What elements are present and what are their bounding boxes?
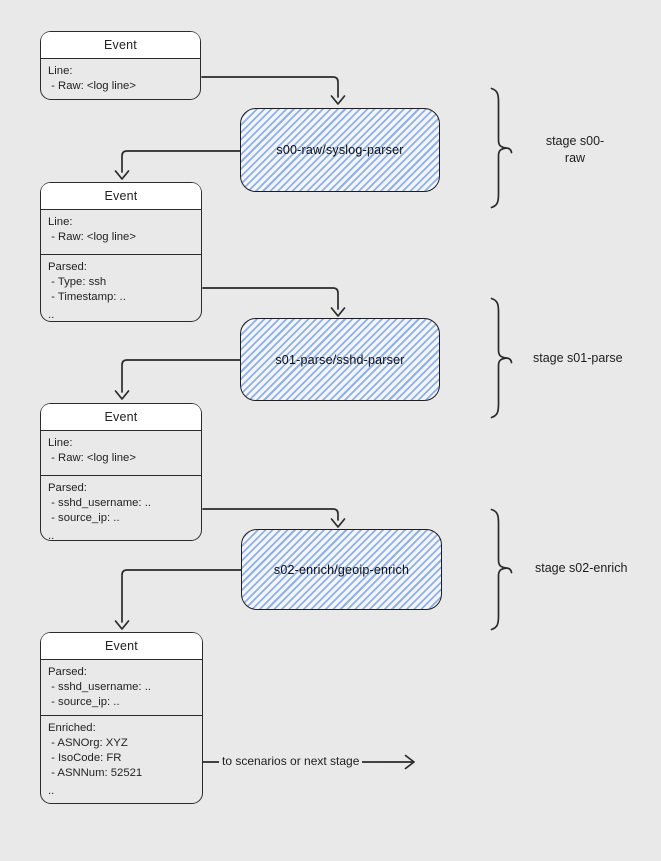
event-field-line: - Type: ssh <box>48 275 107 288</box>
arrow-event3-to-s02 <box>202 508 339 521</box>
event-box-2-parsed-section: Parsed: - Type: ssh - Timestamp: .. .. <box>41 254 201 321</box>
stage-node-s00-label: s00-raw/syslog-parser <box>276 143 404 157</box>
stage-label-s01-parse: stage s01-parse <box>533 351 623 365</box>
stage-node-s00-raw: s00-raw/syslog-parser <box>240 108 440 192</box>
event-box-2: Event Line: - Raw: <log line> Parsed: - … <box>40 182 202 322</box>
event-field-line: - Raw: <log line> <box>48 230 136 243</box>
event-box-3-title: Event <box>41 404 201 431</box>
event-field-line: - source_ip: .. <box>48 695 120 708</box>
event-box-4-enriched-section: Enriched: - ASNOrg: XYZ - IsoCode: FR - … <box>41 715 202 803</box>
stage-label-s02-enrich: stage s02-enrich <box>535 561 628 575</box>
arrow-event2-to-s01 <box>202 287 339 310</box>
arrowhead-down-icon <box>114 390 130 400</box>
event-field-line: - IsoCode: FR <box>48 751 122 764</box>
event-box-1-line-section: Line: - Raw: <log line> <box>41 59 200 99</box>
output-arrow-label: to scenarios or next stage <box>219 754 363 768</box>
arrowhead-down-icon <box>330 95 346 105</box>
event-box-4-title: Event <box>41 633 202 660</box>
arrowhead-right-icon <box>404 754 415 770</box>
event-field-line: .. <box>48 784 55 797</box>
event-field-line: - source_ip: .. <box>48 511 120 524</box>
event-field-line: - sshd_username: .. <box>48 680 151 693</box>
arrow-s01-to-event3 <box>121 359 242 393</box>
event-field-line: - ASNNum: 52521 <box>48 766 143 779</box>
arrow-s02-to-event4 <box>121 569 242 623</box>
event-box-1-title: Event <box>41 32 200 59</box>
event-box-3: Event Line: - Raw: <log line> Parsed: - … <box>40 403 202 541</box>
event-box-4: Event Parsed: - sshd_username: .. - sour… <box>40 632 203 804</box>
event-field-line: Parsed: <box>48 482 87 494</box>
arrow-s00-to-event2 <box>121 150 242 173</box>
event-field-line: - ASNOrg: XYZ <box>48 736 128 749</box>
arrowhead-down-icon <box>330 518 346 528</box>
event-field-line: Parsed: <box>48 261 87 273</box>
event-box-4-parsed-section: Parsed: - sshd_username: .. - source_ip:… <box>41 660 202 715</box>
event-box-1: Event Line: - Raw: <log line> <box>40 31 201 100</box>
stage-node-s01-label: s01-parse/sshd-parser <box>275 352 405 367</box>
brace-stage-s02 <box>490 508 513 631</box>
event-field-line: - Timestamp: .. <box>48 290 126 303</box>
event-field-line: .. <box>48 529 55 540</box>
stage-label-s00-raw: stage s00-raw <box>545 134 605 165</box>
arrow-event1-to-s00 <box>201 76 339 98</box>
event-field-line: - Raw: <log line> <box>48 79 136 92</box>
stage-node-s01-parse: s01-parse/sshd-parser <box>240 318 440 401</box>
event-field-line: Line: <box>48 216 73 228</box>
event-box-3-line-section: Line: - Raw: <log line> <box>41 431 201 475</box>
event-field-line: Line: <box>48 437 73 449</box>
event-field-line: Line: <box>48 65 73 77</box>
event-field-line: - Raw: <log line> <box>48 451 136 464</box>
event-field-line: - sshd_username: .. <box>48 496 151 509</box>
brace-stage-s01 <box>490 297 513 419</box>
arrowhead-down-icon <box>114 170 130 180</box>
event-field-line: Enriched: <box>48 722 96 734</box>
arrowhead-down-icon <box>114 620 130 630</box>
event-field-line: .. <box>48 308 55 321</box>
event-box-3-parsed-section: Parsed: - sshd_username: .. - source_ip:… <box>41 475 201 540</box>
stage-node-s02-enrich: s02-enrich/geoip-enrich <box>241 529 442 610</box>
brace-stage-s00 <box>490 87 513 209</box>
stage-node-s02-label: s02-enrich/geoip-enrich <box>273 562 410 577</box>
event-box-2-line-section: Line: - Raw: <log line> <box>41 210 201 254</box>
event-field-line: Parsed: <box>48 666 87 678</box>
event-box-2-title: Event <box>41 183 201 210</box>
arrowhead-down-icon <box>330 307 346 317</box>
